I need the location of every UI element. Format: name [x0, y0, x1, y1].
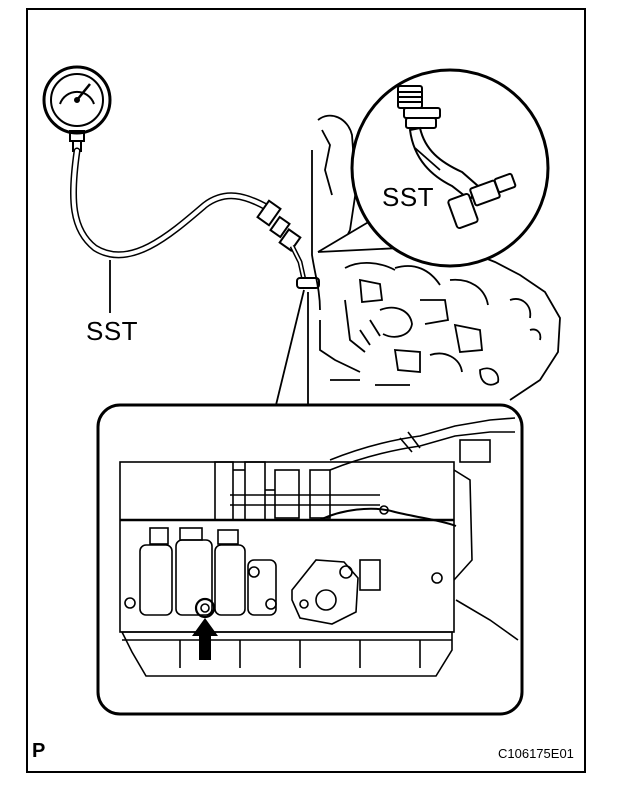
adapter-sst-label: SST	[382, 182, 435, 212]
outer-frame	[26, 8, 586, 773]
hose-fitting	[256, 199, 320, 289]
gauge-sst-label: SST	[86, 316, 139, 346]
hose	[70, 147, 272, 259]
pressure-gauge-icon	[42, 65, 112, 152]
arrow-up-icon	[192, 618, 218, 660]
section-letter: P	[32, 740, 46, 762]
figure-code: C106175E01	[498, 746, 574, 761]
valve-body-drawing	[119, 417, 519, 677]
detail-leader	[275, 289, 305, 406]
detail-magnifier	[317, 68, 550, 268]
